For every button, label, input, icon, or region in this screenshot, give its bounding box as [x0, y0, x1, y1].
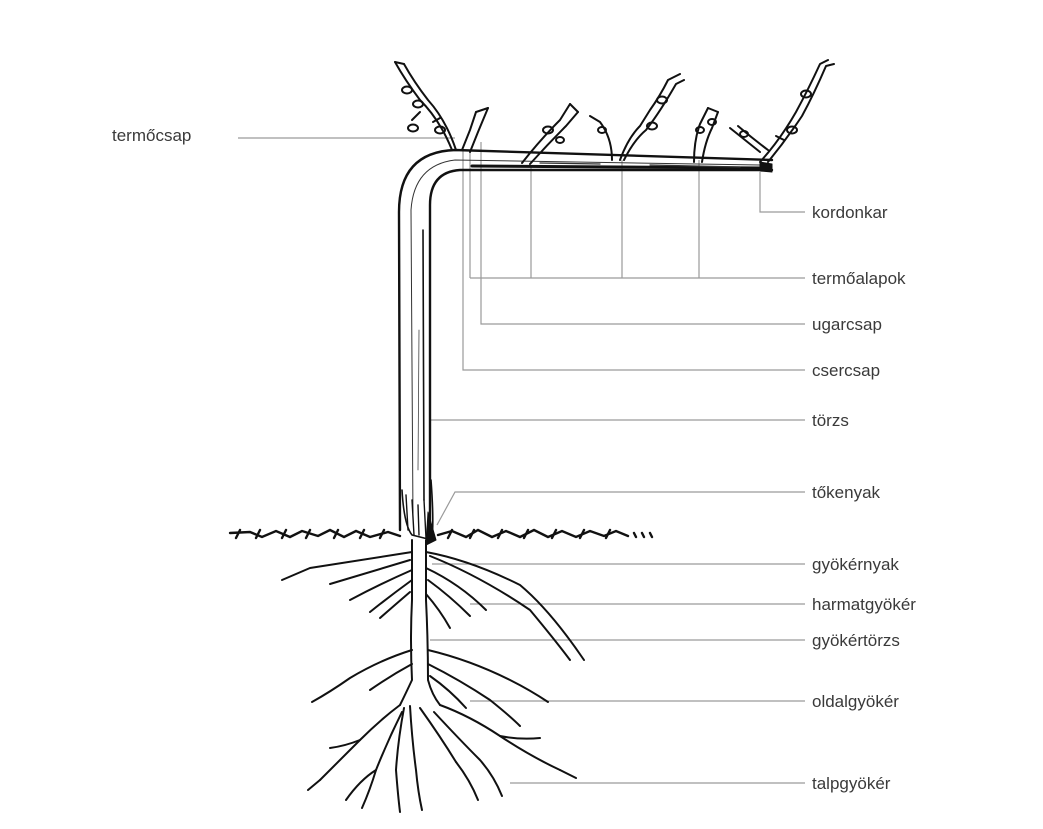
label-csercsap: csercsap — [812, 361, 880, 381]
leader-csercsap — [463, 150, 805, 370]
soil-surface — [230, 530, 652, 538]
leader-kordonkar — [760, 172, 805, 212]
label-gyokernyak: gyökérnyak — [812, 555, 899, 575]
label-tokenyak: tőkenyak — [812, 483, 880, 503]
vine-roots — [282, 540, 584, 812]
label-ugarcsap: ugarcsap — [812, 315, 882, 335]
label-termoalapok: termőalapok — [812, 269, 906, 289]
vine-trunk — [399, 150, 772, 545]
leader-tokenyak — [437, 492, 805, 525]
label-harmatgyoker: harmatgyökér — [812, 595, 916, 615]
label-torzs: törzs — [812, 411, 849, 431]
label-gyokertorzs: gyökértörzs — [812, 631, 900, 651]
label-talpgyoker: talpgyökér — [812, 774, 890, 794]
label-termocsap: termőcsap — [112, 126, 191, 146]
label-kordonkar: kordonkar — [812, 203, 888, 223]
vine-canes — [395, 60, 834, 164]
label-oldalgyoker: oldalgyökér — [812, 692, 899, 712]
